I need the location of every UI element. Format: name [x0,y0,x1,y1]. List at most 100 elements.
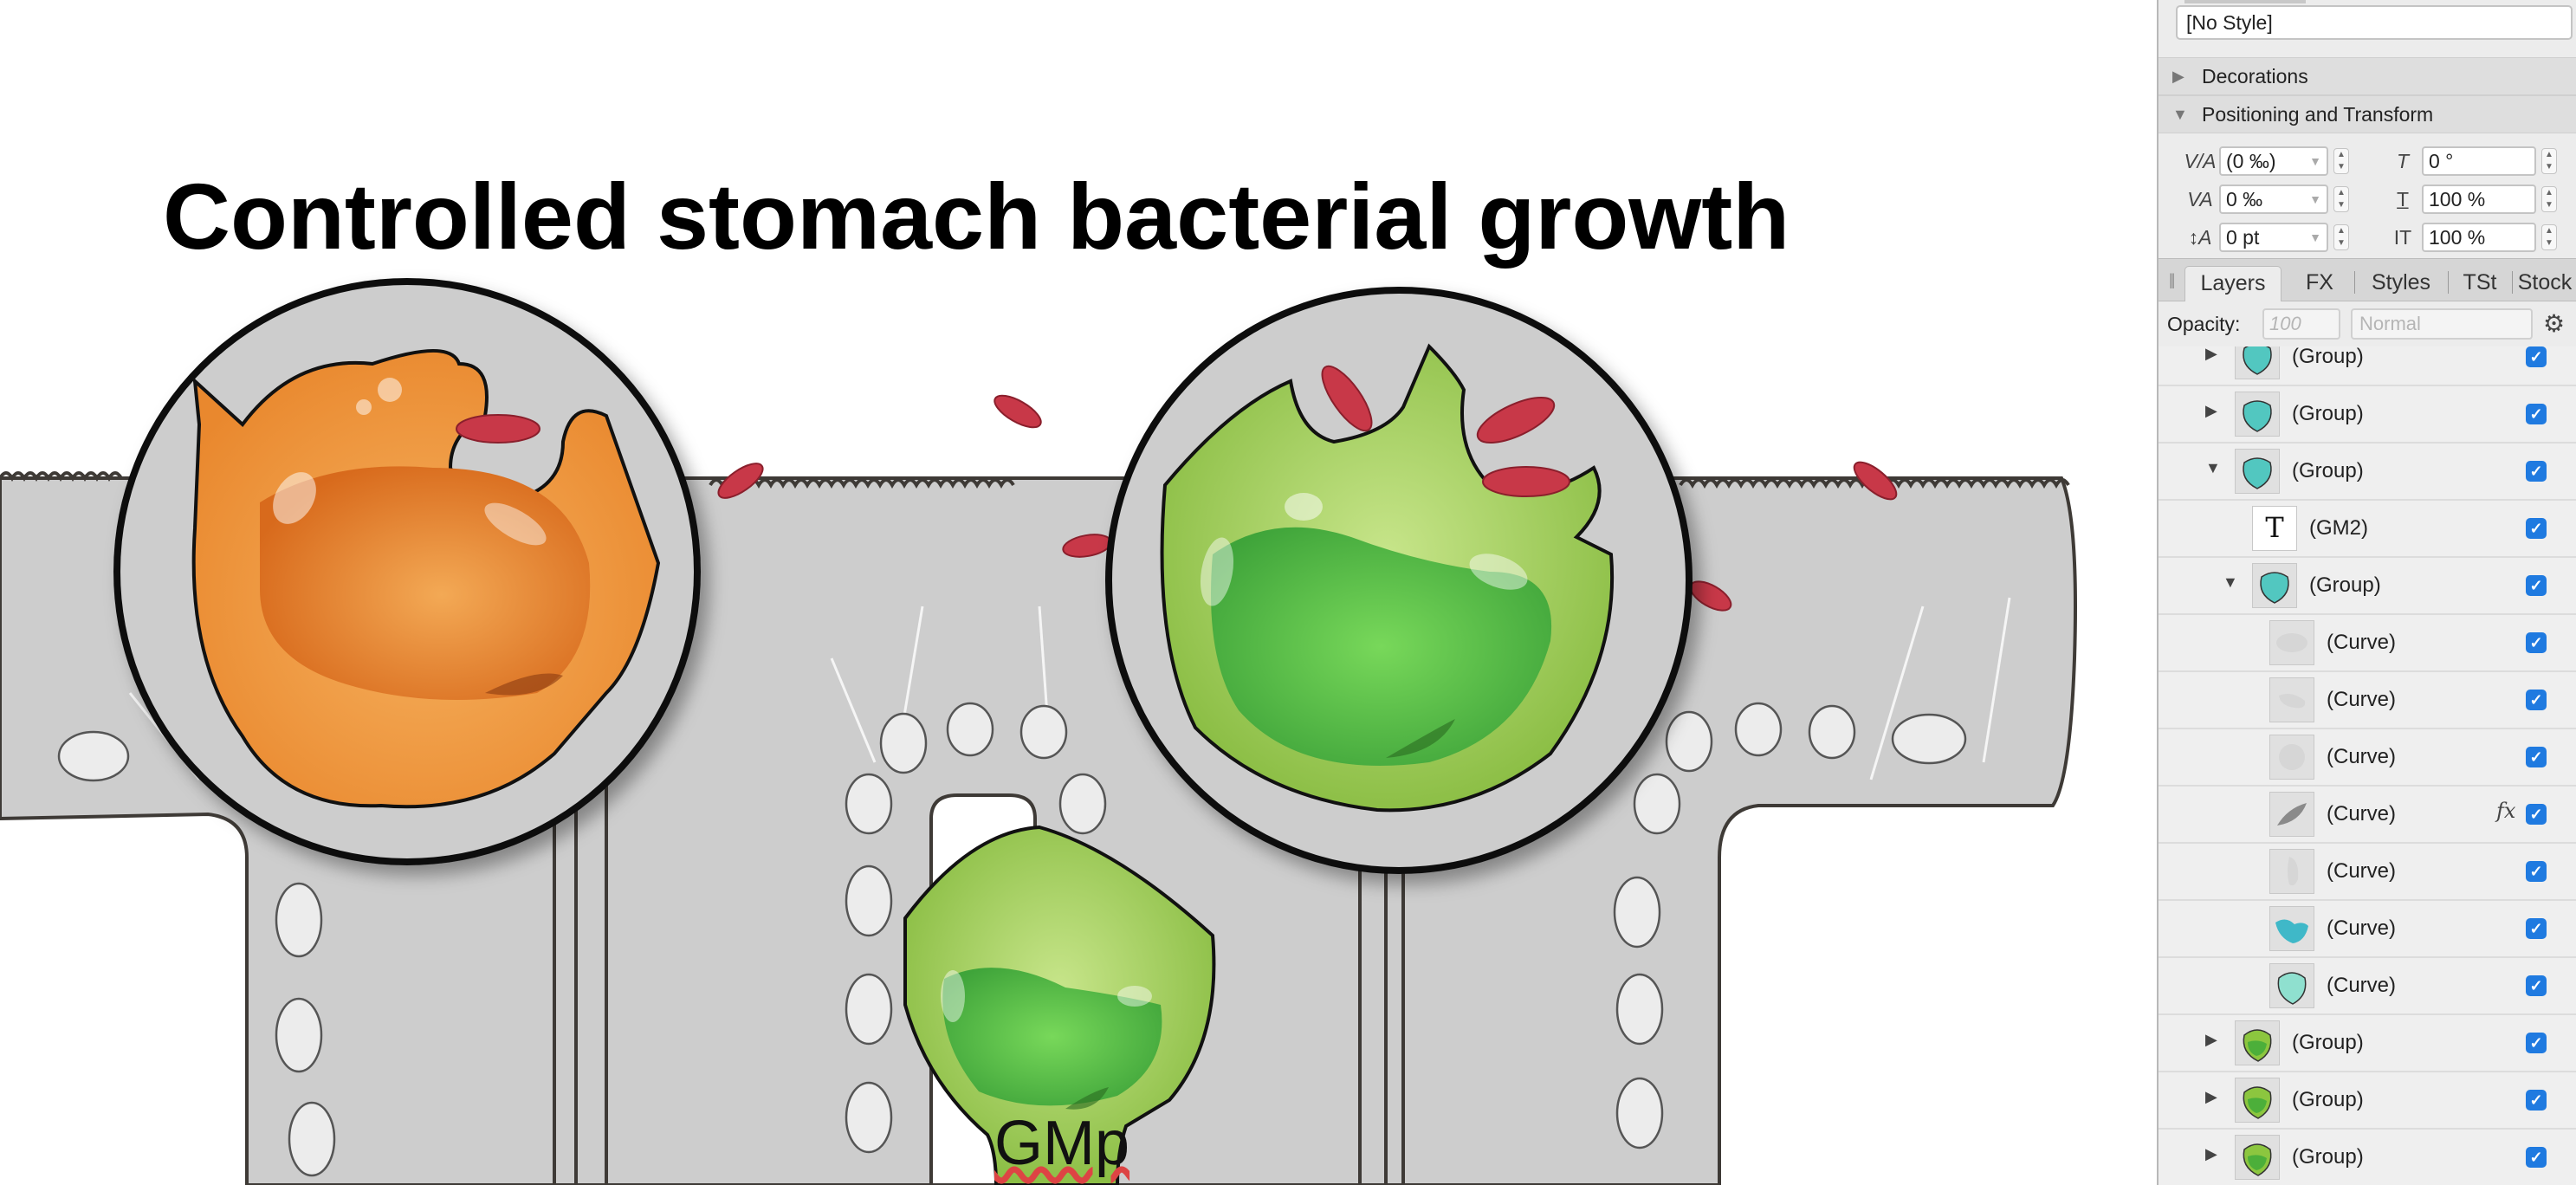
section-positioning[interactable]: ▼ Positioning and Transform [2159,95,2576,133]
layer-row[interactable]: (Curve) ✓ [2159,672,2576,729]
layer-thumbnail-teal [2235,449,2280,494]
chevron-down-icon[interactable]: ▼ [2309,192,2321,206]
layer-name: (Curve) [2327,745,2397,768]
layer-visibility-checkbox[interactable]: ✓ [2526,1147,2547,1168]
layer-expander-icon[interactable]: ▶ [2205,1145,2217,1162]
blend-mode-select[interactable]: Normal [2351,308,2533,340]
layer-row[interactable]: (Curve) ✓ [2159,844,2576,901]
gm-label[interactable]: GMp [994,1109,1130,1178]
tab-fx[interactable]: FX [2306,270,2333,295]
layer-row[interactable]: ▶ (Group) ✓ [2159,386,2576,444]
layer-row[interactable]: (Curve) ✓ [2159,901,2576,958]
layer-row[interactable]: ▼ (Group) ✓ [2159,444,2576,501]
layer-name: (Curve) [2327,631,2397,654]
layer-name: (Curve) [2327,802,2397,826]
layer-visibility-checkbox[interactable]: ✓ [2526,747,2547,767]
layer-visibility-checkbox[interactable]: ✓ [2526,518,2547,539]
chevron-down-icon[interactable]: ▼ [2309,230,2321,244]
layer-visibility-checkbox[interactable]: ✓ [2526,461,2547,482]
layer-name: (Group) [2292,1031,2364,1054]
layer-visibility-checkbox[interactable]: ✓ [2526,1090,2547,1111]
gear-icon[interactable]: ⚙ [2543,310,2566,337]
layer-row[interactable]: (Curve) ✓ [2159,729,2576,787]
layer-thumbnail-teal [2235,392,2280,437]
opacity-input[interactable]: 100 [2262,308,2340,340]
layer-visibility-checkbox[interactable]: ✓ [2526,632,2547,653]
layer-row[interactable]: (Curve) ✓ [2159,615,2576,672]
tab-styles[interactable]: Styles [2371,270,2431,295]
layer-name: (Curve) [2327,916,2397,940]
stepper-icon[interactable]: ▲▼ [2333,186,2349,212]
layer-thumbnail-shadow [2269,792,2314,837]
layer-visibility-checkbox[interactable]: ✓ [2526,346,2547,367]
document-canvas[interactable]: Controlled stomach bacterial growth GMp [0,0,2157,1185]
fx-icon[interactable]: fx [2496,799,2516,823]
layer-name: (Group) [2309,573,2381,597]
italic-t-icon: T [2396,150,2410,172]
stepper-icon[interactable]: ▲▼ [2333,224,2349,250]
layer-visibility-checkbox[interactable]: ✓ [2526,690,2547,710]
tracking-input[interactable]: (0 ‰) [2219,146,2328,176]
section-decorations[interactable]: ▶ Decorations [2159,57,2576,95]
baseline-control: ↕A 0 pt ▼ ▲▼ [2183,221,2370,254]
layer-visibility-checkbox[interactable]: ✓ [2526,404,2547,424]
rotation-control: T 0 ° ▲▼ [2385,145,2576,178]
layer-row[interactable]: ▶ (Group) ✓ [2159,346,2576,386]
vscale-control: IT 100 % ▲▼ [2385,221,2576,254]
layer-thumbnail-green [2235,1020,2280,1065]
disclosure-down-icon: ▼ [2172,106,2188,123]
kerning-input[interactable]: 0 ‰ [2219,185,2328,214]
inspector-panel: [No Style] ▶ Decorations ▼ Positioning a… [2157,0,2576,1185]
layer-thumbnail-text: T [2252,506,2297,551]
disclosure-right-icon: ▶ [2172,68,2184,85]
opacity-label: Opacity: [2167,313,2241,335]
layer-thumbnail-tealblob [2269,906,2314,951]
layer-expander-icon[interactable]: ▶ [2205,1088,2217,1105]
stepper-icon[interactable]: ▲▼ [2541,148,2557,174]
stepper-icon[interactable]: ▲▼ [2333,148,2349,174]
layer-thumbnail-teal [2252,563,2297,608]
layer-row[interactable]: ▶ (Group) ✓ [2159,1015,2576,1072]
layer-name: (Group) [2292,1145,2364,1169]
layer-thumbnail-sliver [2269,849,2314,894]
vscale-input[interactable]: 100 % [2422,223,2536,252]
layer-row[interactable]: ▶ (Group) ✓ [2159,1072,2576,1130]
slide-title[interactable]: Controlled stomach bacterial growth [163,164,1790,269]
layer-expander-icon[interactable]: ▶ [2205,1031,2217,1048]
layer-row[interactable]: (Curve) ✓ [2159,958,2576,1015]
tab-stock[interactable]: Stock [2517,270,2573,295]
layer-visibility-checkbox[interactable]: ✓ [2526,861,2547,882]
stepper-icon[interactable]: ▲▼ [2541,186,2557,212]
layer-row[interactable]: ▼ (Group) ✓ [2159,558,2576,615]
rotation-input[interactable]: 0 ° [2422,146,2536,176]
layer-expander-icon[interactable]: ▶ [2205,402,2217,419]
kerning-control: VA 0 ‰ ▼ ▲▼ [2183,183,2370,216]
layer-visibility-checkbox[interactable]: ✓ [2526,804,2547,825]
hscale-input[interactable]: 100 % [2422,185,2536,214]
style-field[interactable]: [No Style] [2176,5,2573,40]
layer-thumbnail-green [2235,1078,2280,1123]
illustration [0,278,2077,1185]
layers-list[interactable]: ▶ (Group) ✓ ▶ (Group) ✓ ▼ (Group) ✓ T (G… [2159,346,2576,1185]
layer-name: (GM2) [2309,516,2368,540]
layer-expander-icon[interactable]: ▼ [2205,459,2221,476]
layer-row[interactable]: ▶ (Group) ✓ [2159,1130,2576,1185]
layer-visibility-checkbox[interactable]: ✓ [2526,575,2547,596]
layer-expander-icon[interactable]: ▼ [2223,573,2238,591]
layer-visibility-checkbox[interactable]: ✓ [2526,1033,2547,1053]
chevron-down-icon[interactable]: ▼ [2309,154,2321,168]
grip-icon[interactable]: || [2169,271,2176,288]
tab-layers[interactable]: Layers [2184,266,2282,301]
vscale-icon: IT [2393,226,2412,249]
layer-visibility-checkbox[interactable]: ✓ [2526,975,2547,996]
stepper-icon[interactable]: ▲▼ [2541,224,2557,250]
layer-expander-icon[interactable]: ▶ [2205,346,2217,362]
layer-row[interactable]: T (GM2) ✓ [2159,501,2576,558]
tracking-control: V/A (0 ‰) ▼ ▲▼ [2183,145,2370,178]
layer-visibility-checkbox[interactable]: ✓ [2526,918,2547,939]
baseline-input[interactable]: 0 pt [2219,223,2328,252]
layer-thumbnail-tealcell [2269,963,2314,1008]
layer-name: (Curve) [2327,974,2397,997]
tab-tst[interactable]: TSt [2463,270,2497,295]
layer-row[interactable]: (Curve) fx ✓ [2159,787,2576,844]
